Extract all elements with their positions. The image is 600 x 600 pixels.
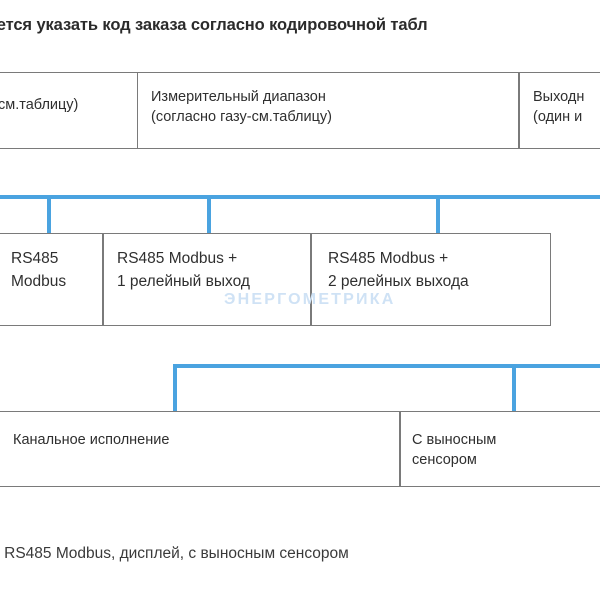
table-cell-output-signal: Выходн (один и: [519, 72, 600, 149]
table-cell-measuring-range: Измерительный диапазон (согласно газу-см…: [137, 72, 519, 149]
table-cell-order-code-text: см.таблицу): [0, 97, 79, 113]
option-box-rs485-modbus-text: RS485 Modbus: [11, 250, 67, 290]
option-box-rs485-modbus: RS485 Modbus: [0, 233, 103, 326]
option-box-rs485-modbus-1-relay-text: RS485 Modbus + 1 релейный выход: [117, 250, 250, 290]
option-box-duct-mounted: Канальное исполнение: [0, 411, 400, 487]
connector-bus-mounting: [173, 364, 600, 368]
connector-drop-output-1: [47, 195, 51, 235]
table-cell-output-signal-text: Выходн (один и: [533, 89, 585, 125]
connector-drop-mounting-1: [173, 364, 177, 412]
table-cell-order-code: см.таблицу): [0, 72, 138, 149]
footer-example-code: om, RS485 Modbus, дисплей, с выносным се…: [0, 545, 349, 562]
connector-drop-output-3: [436, 195, 440, 235]
option-box-rs485-modbus-1-relay: RS485 Modbus + 1 релейный выход: [103, 233, 311, 326]
table-cell-measuring-range-text: Измерительный диапазон (согласно газу-см…: [151, 89, 332, 125]
option-box-rs485-modbus-2-relay: RS485 Modbus + 2 релейных выхода: [311, 233, 551, 326]
option-box-remote-sensor-text: С выносным сенсором: [412, 432, 497, 468]
option-box-remote-sensor: С выносным сенсором: [400, 411, 600, 487]
option-box-duct-mounted-text: Канальное исполнение: [13, 432, 170, 448]
connector-drop-mounting-2: [512, 364, 516, 412]
connector-bus-outputs: [0, 195, 600, 199]
page-heading: буется указать код заказа согласно кодир…: [0, 16, 428, 34]
option-box-rs485-modbus-2-relay-text: RS485 Modbus + 2 релейных выхода: [328, 250, 469, 290]
connector-drop-output-2: [207, 195, 211, 235]
